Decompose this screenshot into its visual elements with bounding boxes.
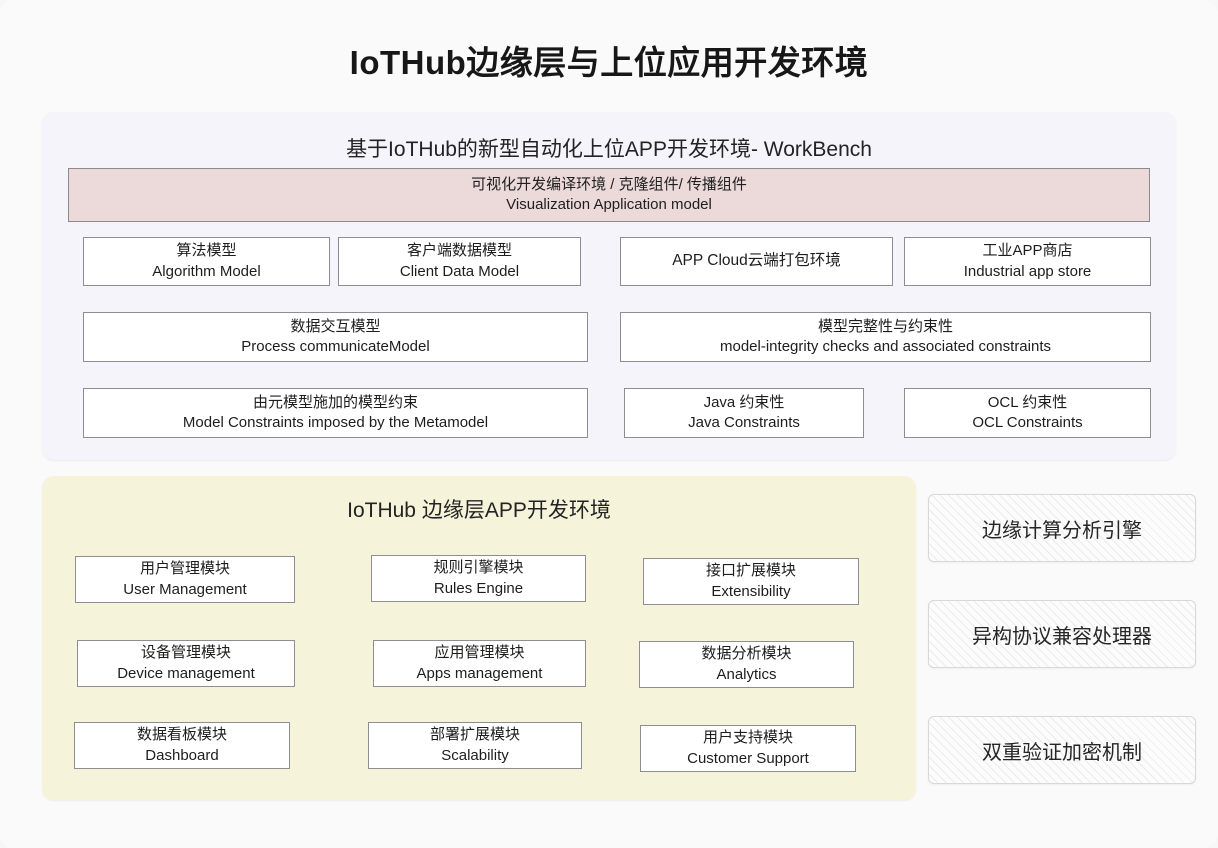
box-ocl-constraints-en: OCL Constraints — [972, 414, 1083, 431]
box-client-data-model[interactable]: 客户端数据模型 Client Data Model — [338, 237, 581, 286]
box-model-integrity[interactable]: 模型完整性与约束性 model-integrity checks and ass… — [620, 312, 1151, 362]
page-title: IoTHub边缘层与上位应用开发环境 — [349, 44, 869, 81]
box-scalability-en: Scalability — [441, 746, 509, 764]
visualization-banner-cn: 可视化开发编译环境 / 克隆组件/ 传播组件 — [471, 175, 747, 193]
box-dashboard[interactable]: 数据看板模块 Dashboard — [74, 722, 290, 769]
box-analytics-cn: 数据分析模块 — [701, 645, 792, 663]
box-industrial-app-store-en: Industrial app store — [963, 262, 1092, 280]
box-extensibility-en: Extensibility — [711, 582, 791, 600]
box-metamodel-constraints[interactable]: 由元模型施加的模型约束 Model Constraints imposed by… — [83, 388, 588, 438]
workbench-panel-heading: 基于IoTHub的新型自动化上位APP开发环境- WorkBench — [346, 138, 872, 161]
visualization-banner: 可视化开发编译环境 / 克隆组件/ 传播组件 Visualization App… — [68, 168, 1150, 222]
box-scalability-cn: 部署扩展模块 — [429, 726, 520, 744]
edge-layer-panel: IoTHub 边缘层APP开发环境 用户管理模块 User Management… — [42, 476, 916, 800]
visualization-banner-en: Visualization Application model — [506, 196, 712, 213]
box-algorithm-model[interactable]: 算法模型 Algorithm Model — [83, 237, 330, 286]
box-customer-support-en: Customer Support — [687, 749, 809, 767]
box-process-communicate-model[interactable]: 数据交互模型 Process communicateModel — [83, 312, 588, 362]
box-model-integrity-en: model-integrity checks and associated co… — [720, 338, 1051, 355]
box-algorithm-model-cn: 算法模型 — [176, 242, 237, 260]
box-rules-engine-en: Rules Engine — [433, 579, 524, 597]
box-dashboard-cn: 数据看板模块 — [136, 726, 227, 744]
box-rules-engine[interactable]: 规则引擎模块 Rules Engine — [371, 555, 586, 602]
box-device-management-en: Device management — [117, 664, 255, 682]
box-industrial-app-store-cn: 工业APP商店 — [982, 242, 1073, 260]
box-metamodel-constraints-cn: 由元模型施加的模型约束 — [252, 393, 418, 411]
box-app-cloud-packaging-cn: APP Cloud云端打包环境 — [672, 252, 841, 270]
box-java-constraints-en: Java Constraints — [688, 414, 800, 431]
side-box-dual-auth-encryption-label: 双重验证加密机制 — [982, 741, 1142, 764]
box-metamodel-constraints-en: Model Constraints imposed by the Metamod… — [182, 414, 489, 431]
box-device-management[interactable]: 设备管理模块 Device management — [77, 640, 295, 687]
box-client-data-model-cn: 客户端数据模型 — [406, 242, 512, 260]
box-apps-management-en: Apps management — [416, 664, 543, 682]
box-user-management-cn: 用户管理模块 — [139, 560, 230, 578]
box-extensibility[interactable]: 接口扩展模块 Extensibility — [643, 558, 859, 605]
box-model-integrity-cn: 模型完整性与约束性 — [817, 317, 953, 335]
box-ocl-constraints[interactable]: OCL 约束性 OCL Constraints — [904, 388, 1151, 438]
box-extensibility-cn: 接口扩展模块 — [705, 562, 796, 580]
box-apps-management[interactable]: 应用管理模块 Apps management — [373, 640, 586, 687]
box-java-constraints-cn: Java 约束性 — [703, 393, 785, 411]
box-customer-support[interactable]: 用户支持模块 Customer Support — [640, 725, 856, 772]
box-apps-management-cn: 应用管理模块 — [434, 644, 525, 662]
box-analytics[interactable]: 数据分析模块 Analytics — [639, 641, 854, 688]
box-process-communicate-model-en: Process communicateModel — [241, 338, 430, 355]
box-rules-engine-cn: 规则引擎模块 — [433, 559, 524, 577]
box-java-constraints[interactable]: Java 约束性 Java Constraints — [624, 388, 864, 438]
workbench-panel: 基于IoTHub的新型自动化上位APP开发环境- WorkBench 可视化开发… — [42, 112, 1176, 460]
side-box-protocol-compatibility-label: 异构协议兼容处理器 — [972, 625, 1152, 648]
box-analytics-en: Analytics — [716, 665, 777, 683]
box-algorithm-model-en: Algorithm Model — [152, 262, 261, 280]
box-customer-support-cn: 用户支持模块 — [702, 729, 793, 747]
side-box-edge-computing-engine-label: 边缘计算分析引擎 — [982, 519, 1142, 542]
side-box-edge-computing-engine[interactable]: 边缘计算分析引擎 — [928, 494, 1196, 562]
box-user-management-en: User Management — [123, 580, 247, 598]
box-user-management[interactable]: 用户管理模块 User Management — [75, 556, 295, 603]
box-dashboard-en: Dashboard — [145, 746, 219, 764]
box-industrial-app-store[interactable]: 工业APP商店 Industrial app store — [904, 237, 1151, 286]
box-process-communicate-model-cn: 数据交互模型 — [290, 317, 381, 335]
box-ocl-constraints-cn: OCL 约束性 — [987, 393, 1068, 411]
box-scalability[interactable]: 部署扩展模块 Scalability — [368, 722, 582, 769]
box-app-cloud-packaging[interactable]: APP Cloud云端打包环境 — [620, 237, 893, 286]
side-box-protocol-compatibility[interactable]: 异构协议兼容处理器 — [928, 600, 1196, 668]
box-device-management-cn: 设备管理模块 — [140, 644, 231, 662]
box-client-data-model-en: Client Data Model — [399, 262, 520, 280]
side-box-dual-auth-encryption[interactable]: 双重验证加密机制 — [928, 716, 1196, 784]
edge-layer-panel-heading: IoTHub 边缘层APP开发环境 — [347, 499, 611, 522]
